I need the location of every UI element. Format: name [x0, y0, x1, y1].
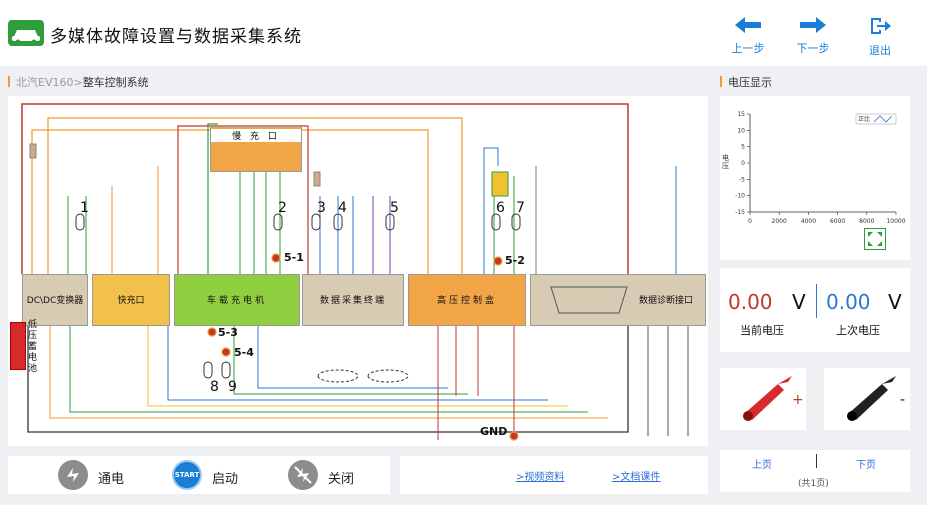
last-voltage-unit: V	[888, 290, 902, 314]
resource-links: >视频资料 >文档课件	[400, 456, 708, 494]
obd-connector-icon	[550, 286, 628, 314]
fault-label-4[interactable]: 4	[338, 200, 347, 216]
chart-x-tick-label: 8000	[859, 218, 874, 225]
chart-x-tick-label: 2000	[772, 218, 787, 225]
next-step-button[interactable]: 下一步	[787, 16, 839, 60]
chart-legend-swatch	[873, 115, 893, 123]
gnd-label: GND	[480, 425, 508, 438]
start-button[interactable]: START 启动	[172, 460, 262, 490]
arrow-left-icon	[735, 17, 761, 33]
chart-x-tick-label: 4000	[801, 218, 816, 225]
fullscreen-button[interactable]	[864, 228, 886, 250]
page-title: 多媒体故障设置与数据采集系统	[50, 27, 302, 47]
diagram-panel-title: 北汽EV160>整车控制系统	[8, 74, 149, 90]
current-voltage-unit: V	[792, 290, 806, 314]
voltage-panel-title: 电压显示	[720, 74, 772, 90]
fault-label-5-4[interactable]: 5-4	[234, 346, 254, 359]
car-logo-icon	[8, 20, 44, 46]
last-voltage-value: 0.00	[826, 290, 871, 314]
fault-label-5[interactable]: 5	[390, 200, 399, 216]
power-off-icon	[288, 460, 318, 490]
block-charger: 车载充电机	[174, 274, 300, 326]
chart-legend-label: 正比	[858, 115, 870, 123]
wiring-diagram: DC\DC变换器 快充口 车载充电机 数据采集终端 高压控制盒 数据诊断接口 慢…	[8, 96, 708, 446]
chart-ylabel: 电压	[722, 154, 729, 170]
block-dcdc: DC\DC变换器	[22, 274, 88, 326]
chart-y-tick-label: -5	[739, 176, 745, 183]
fault-label-9[interactable]: 9	[228, 379, 237, 395]
fault-label-3[interactable]: 3	[317, 200, 326, 216]
probe-minus[interactable]: -	[824, 368, 910, 430]
chart-x-tick-label: 0	[748, 218, 752, 225]
block-hv-box: 高压控制盒	[408, 274, 526, 326]
fault-label-5-2[interactable]: 5-2	[505, 254, 525, 267]
exit-icon	[871, 18, 891, 34]
chart-x-tick-label: 6000	[830, 218, 845, 225]
current-voltage-value: 0.00	[728, 290, 773, 314]
fault-label-5-3[interactable]: 5-3	[218, 326, 238, 339]
chart-y-tick-label: 10	[737, 127, 745, 134]
block-slow-charge: 慢 充 口	[210, 126, 302, 172]
red-probe-icon	[743, 376, 792, 421]
fault-label-6[interactable]: 6	[496, 200, 505, 216]
doc-link[interactable]: >文档课件	[612, 472, 661, 483]
last-voltage-label: 上次电压	[836, 324, 880, 337]
current-voltage-label: 当前电压	[740, 324, 784, 337]
chart-y-tick-label: -15	[735, 209, 745, 216]
chart-y-tick-label: 0	[741, 160, 745, 167]
start-icon: START	[172, 460, 202, 490]
chart-legend-box	[855, 113, 897, 125]
pager: 上页 下页 (共1页)	[720, 450, 910, 492]
fault-label-2[interactable]: 2	[278, 200, 287, 216]
voltage-readout: 0.00 V 0.00 V 当前电压 上次电压	[720, 268, 910, 352]
chart-y-tick-label: 5	[741, 144, 745, 151]
fault-label-5-1[interactable]: 5-1	[284, 251, 304, 264]
header: 多媒体故障设置与数据采集系统 上一步 下一步 退出	[0, 0, 927, 66]
power-on-button[interactable]: 通电	[58, 460, 148, 490]
chart-y-tick-label: 15	[737, 111, 745, 118]
arrow-right-icon	[800, 17, 826, 33]
battery-label: 低压蓄电池	[28, 320, 38, 374]
power-icon	[58, 460, 88, 490]
fault-label-7[interactable]: 7	[516, 200, 525, 216]
control-bar: 通电 START 启动 关闭	[8, 456, 390, 494]
block-collect-terminal: 数据采集终端	[302, 274, 404, 326]
black-probe-icon	[847, 376, 896, 421]
prev-page-button[interactable]: 上页	[752, 460, 772, 471]
chart-y-tick-label: -10	[735, 193, 745, 200]
power-off-button[interactable]: 关闭	[288, 460, 378, 490]
chart-x-tick-label: 10000	[886, 218, 905, 225]
prev-step-button[interactable]: 上一步	[722, 16, 774, 60]
fault-label-8[interactable]: 8	[210, 379, 219, 395]
wiring-lines	[21, 103, 689, 441]
block-battery	[10, 322, 26, 370]
probe-plus[interactable]: +	[720, 368, 806, 430]
exit-button[interactable]: 退出	[854, 16, 906, 60]
block-fast-charge: 快充口	[92, 274, 170, 326]
next-page-button[interactable]: 下页	[856, 460, 876, 471]
fault-label-1[interactable]: 1	[80, 200, 89, 216]
page-info: (共1页)	[798, 479, 829, 489]
expand-icon	[868, 232, 882, 246]
video-link[interactable]: >视频资料	[516, 472, 565, 483]
block-diag-port: 数据诊断接口	[530, 274, 706, 326]
